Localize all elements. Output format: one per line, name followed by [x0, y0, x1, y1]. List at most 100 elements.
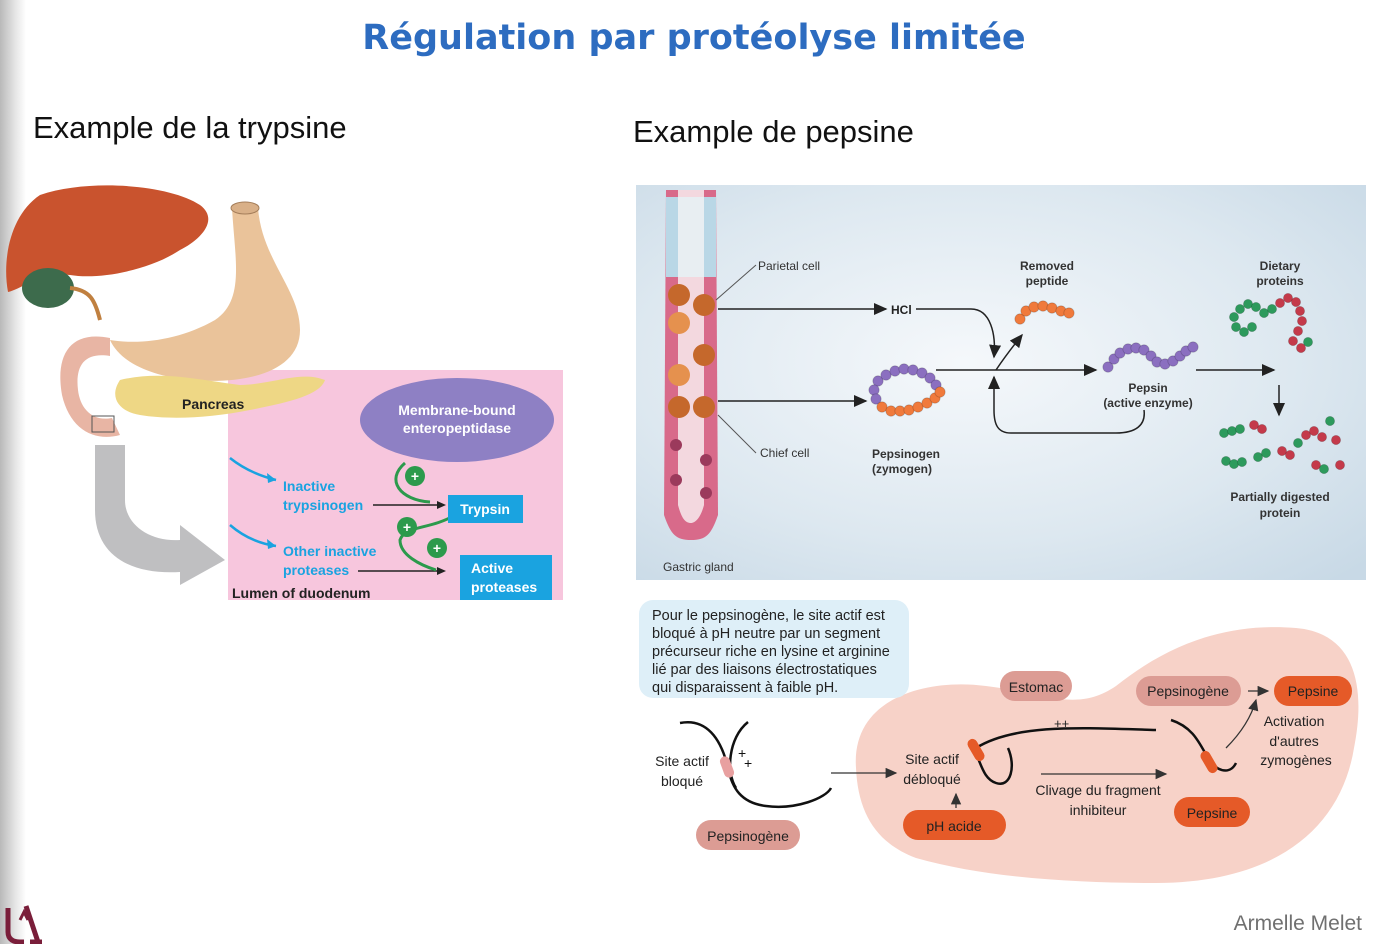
pepsinogen-label-2: (zymogen) [872, 462, 932, 476]
other-inactive-label-2: proteases [283, 562, 349, 578]
estomac-pill [1000, 671, 1072, 701]
amino-acid-bead [1251, 302, 1262, 313]
pepsinogene-top-label: Pepsinogène [1147, 683, 1229, 699]
note-line-2: bloqué à pH neutre par un segment [652, 626, 880, 642]
pepsine-bottom-label: Pepsine [1187, 805, 1238, 821]
amino-acid-bead [1335, 459, 1346, 470]
plus-marker-1 [405, 466, 425, 486]
amino-acid-bead [1293, 437, 1304, 448]
enteropeptidase-label-1: Membrane-bound [398, 402, 515, 418]
other-inactive-label-1: Other inactive [283, 543, 377, 559]
explanation-note-box [639, 600, 909, 698]
active-proteases-box [460, 555, 552, 600]
ph-acide-pill [903, 810, 1006, 840]
svg-text:+: + [403, 519, 411, 535]
amino-acid-bead [1295, 306, 1306, 317]
pepsin-label-2: (active enzyme) [1103, 396, 1192, 410]
pepsinogen-activation-diagram: Pour le pepsinogène, le site actif est b… [639, 600, 1359, 883]
svg-text:++: ++ [1054, 716, 1069, 731]
amino-acid-bead [1277, 445, 1288, 456]
digested-protein-fragments [1219, 415, 1346, 474]
stomach-illustration [110, 208, 300, 381]
amino-acid-bead [921, 397, 933, 409]
pancreas-label: Pancreas [182, 396, 244, 412]
amino-acid-bead [1253, 451, 1264, 462]
author-name: Armelle Melet [1233, 912, 1362, 935]
hcl-label: HCl [891, 303, 912, 317]
plus-marker-3 [427, 538, 447, 558]
note-line-5: qui disparaissent à faible pH. [652, 680, 838, 696]
amino-acid-bead [1231, 321, 1242, 332]
university-logo [5, 905, 42, 944]
partially-digested-label-2: protein [1260, 506, 1301, 520]
dietary-proteins-label-2: proteins [1256, 274, 1304, 288]
site-debloque-label-1: Site actif [905, 751, 959, 767]
amino-acid-bead [1293, 325, 1304, 336]
amino-acid-bead [924, 372, 936, 384]
amino-acid-bead [1267, 304, 1278, 315]
amino-acid-bead [1257, 423, 1268, 434]
active-proteases-label-2: proteases [471, 579, 537, 595]
pepsin-panel-background [636, 185, 1366, 580]
pepsin-bead-chain [1102, 341, 1199, 373]
pepsine-top-pill [1274, 676, 1352, 706]
amino-acid-bead [868, 384, 880, 396]
activation-line-3: zymogènes [1260, 752, 1332, 768]
svg-text:Pour le pepsinogène, le site a: Pour le pepsinogène, le site actif est b… [652, 608, 894, 696]
amino-acid-bead [1187, 341, 1199, 353]
plus-marker-2 [397, 517, 417, 537]
amino-acid-bead [1247, 321, 1258, 332]
amino-acid-bead [1297, 315, 1308, 326]
amino-acid-bead [1102, 361, 1114, 373]
pepsin-activation-figure: Parietal cell Chief cell Gastric gland H… [636, 185, 1366, 580]
gastric-gland-illustration [664, 190, 718, 540]
amino-acid-bead [876, 401, 888, 413]
chief-cell-label: Chief cell [760, 446, 809, 460]
removed-peptide-label-2: peptide [1026, 274, 1069, 288]
pepsin-label-1: Pepsin [1128, 381, 1167, 395]
amino-acid-bead [889, 365, 901, 377]
svg-text:+: + [744, 755, 752, 771]
pepsine-bottom-pill [1174, 797, 1250, 827]
duodenum-illustration [60, 336, 120, 437]
amino-acid-bead [872, 375, 884, 387]
amino-acid-bead [1249, 419, 1260, 430]
parietal-cell-label: Parietal cell [758, 259, 820, 273]
activation-line-2: d'autres [1269, 733, 1318, 749]
amino-acid-bead [1301, 429, 1312, 440]
amino-acid-bead [1237, 456, 1248, 467]
zoom-arrow [95, 445, 225, 585]
pancreas-illustration [115, 375, 325, 418]
clivage-label-1: Clivage du fragment [1035, 782, 1160, 798]
removed-peptide-label-1: Removed [1020, 259, 1074, 273]
pepsinogene-bottom-pill [696, 820, 800, 850]
amino-acid-bead [1259, 308, 1270, 319]
pepsin-active-site-marker [1200, 750, 1218, 774]
amino-acid-bead [1309, 425, 1320, 436]
site-debloque-label-2: débloqué [903, 771, 961, 787]
svg-text:+: + [411, 468, 419, 484]
inactive-trypsinogen-label-2: trypsinogen [283, 497, 363, 513]
amino-acid-bead [1288, 335, 1299, 346]
gastric-gland-label: Gastric gland [663, 560, 734, 574]
enteropeptidase-label-2: enteropeptidase [403, 420, 511, 436]
slide-title: Régulation par protéolyse limitée [362, 18, 1026, 58]
amino-acid-bead [912, 401, 924, 413]
amino-acid-bead [1303, 336, 1314, 347]
amino-acid-bead [1325, 415, 1336, 426]
amino-acid-bead [1037, 300, 1049, 312]
pepsinogene-top-pill [1136, 676, 1241, 706]
site-bloque-label-2: bloqué [661, 773, 703, 789]
note-line-3: précurseur riche en lysine et arginine [652, 644, 890, 660]
trypsin-label: Trypsin [460, 501, 510, 517]
amino-acid-bead [870, 393, 882, 405]
unblocked-site-marker [967, 738, 985, 762]
partially-digested-label-1: Partially digested [1230, 490, 1329, 504]
pepsinogene-bottom-label: Pepsinogène [707, 828, 789, 844]
note-line-1: Pour le pepsinogène, le site actif est [652, 608, 885, 624]
removed-peptide-bead-chain [1014, 300, 1075, 325]
amino-acid-bead [1235, 304, 1246, 315]
gallbladder-illustration [22, 268, 74, 308]
note-line-4: lié par des liaisons électrostatiques [652, 662, 877, 678]
estomac-label: Estomac [1009, 679, 1063, 695]
